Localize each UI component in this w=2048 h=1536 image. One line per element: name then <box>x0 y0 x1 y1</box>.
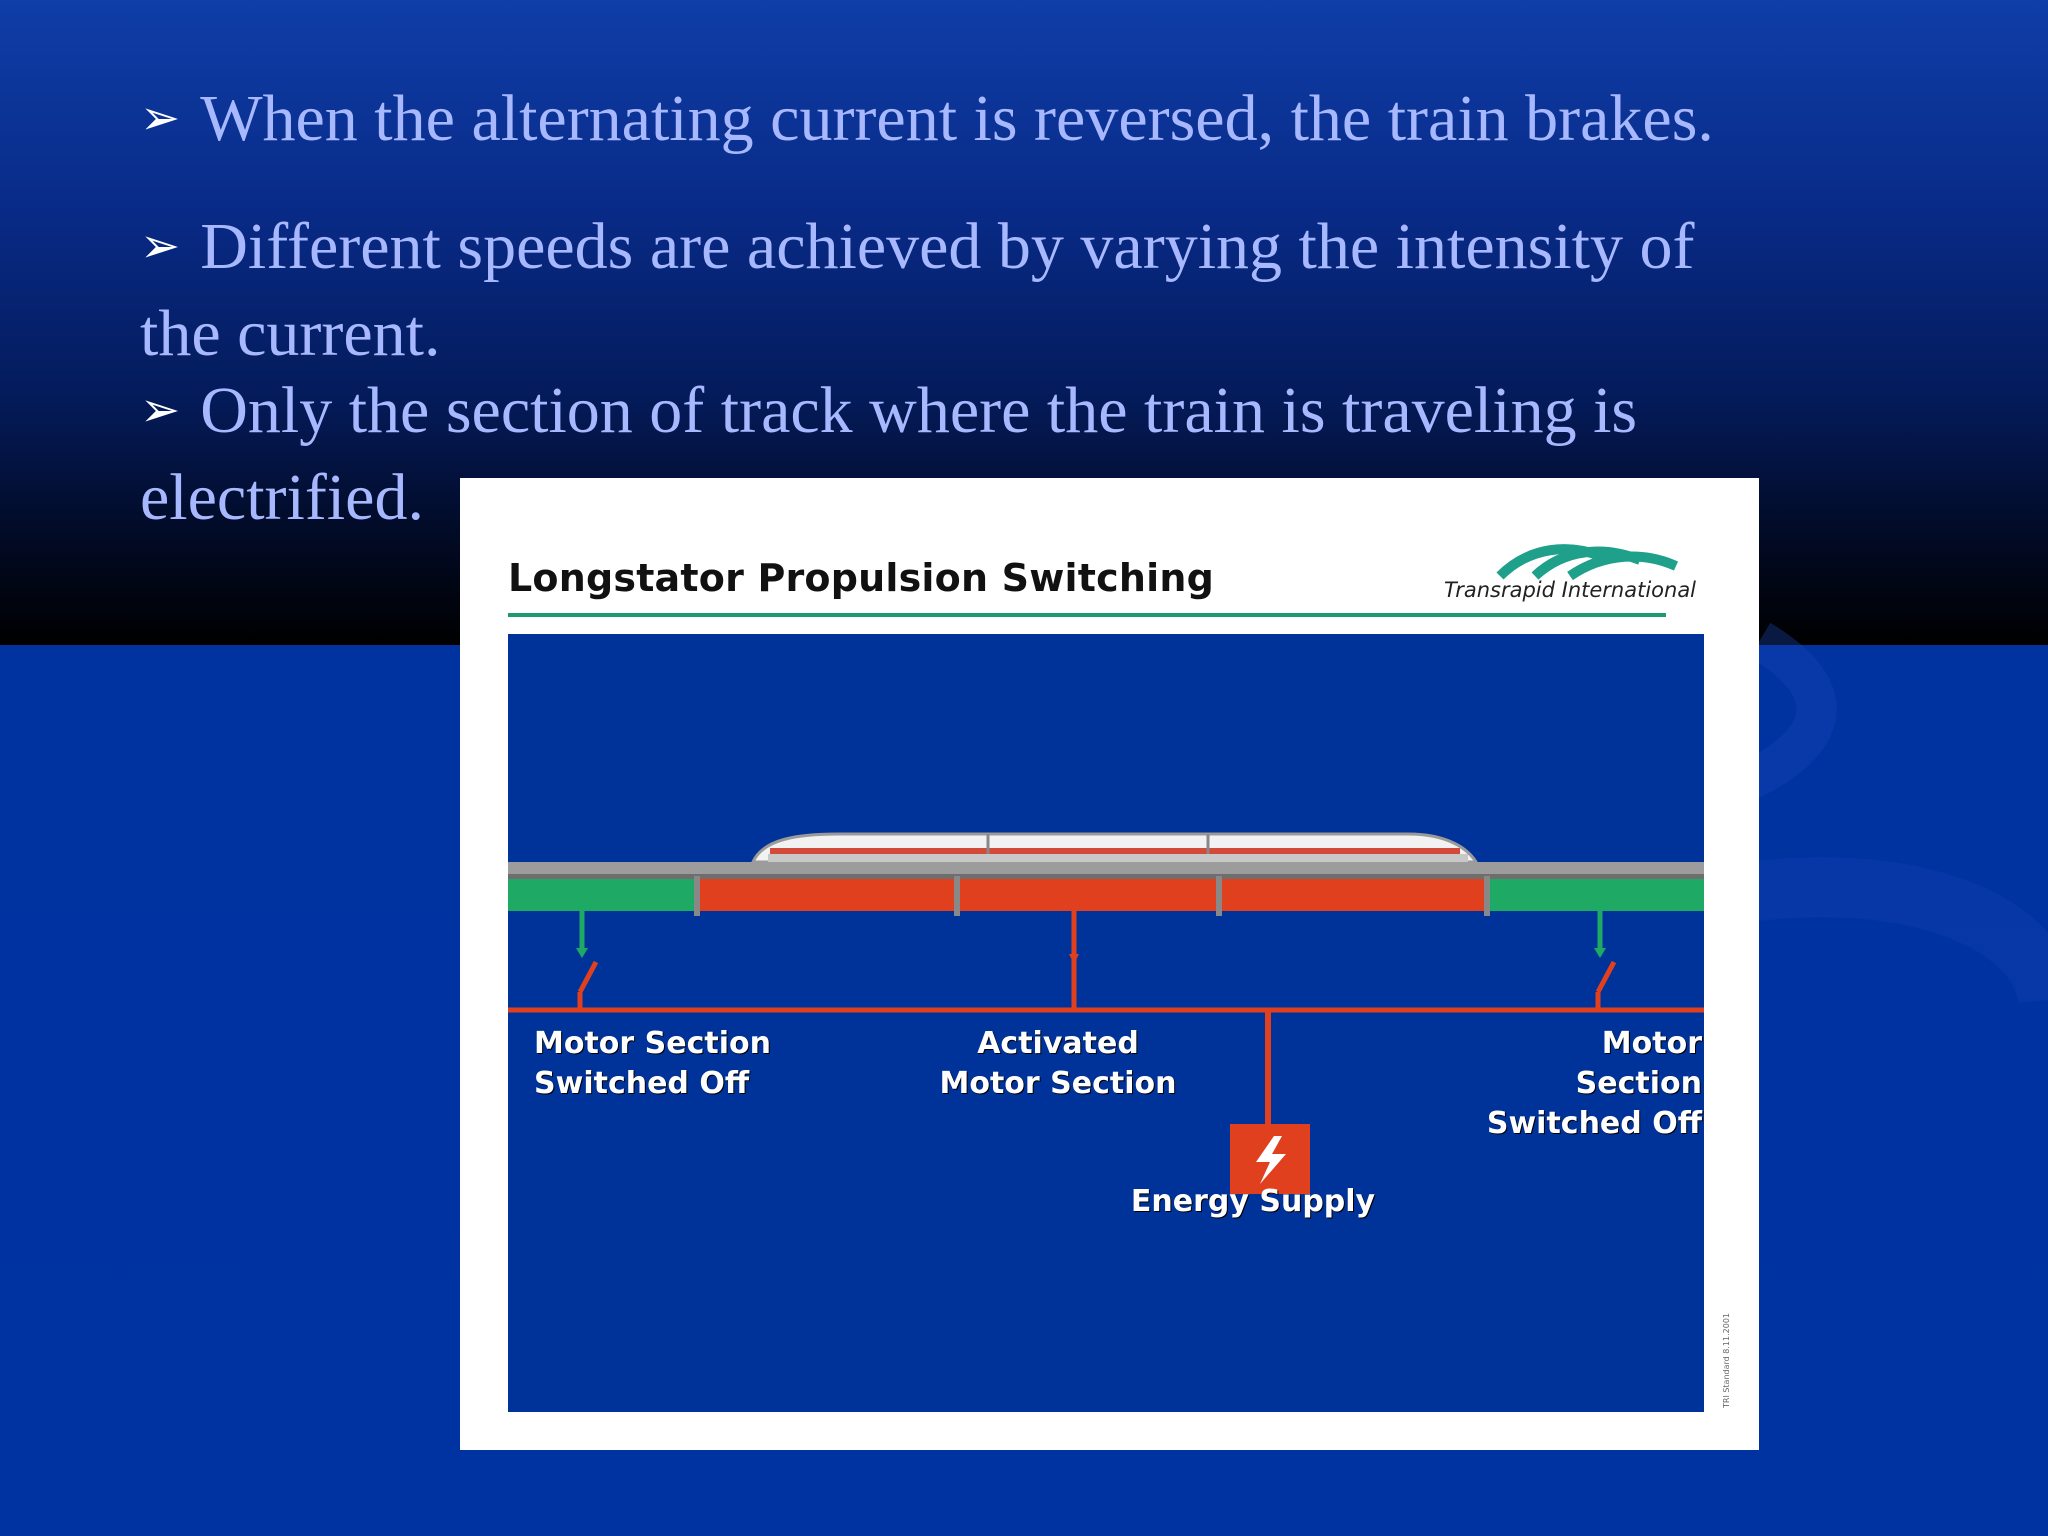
transrapid-logo-icon <box>1496 544 1679 581</box>
document-stamp: TRI Standard 8.11.2001 <box>1722 1313 1731 1408</box>
bullet-item: ➢Only the section of track where the tra… <box>140 370 1780 539</box>
title-divider <box>508 613 1666 617</box>
figure-title: Longstator Propulsion Switching <box>508 556 1214 600</box>
guideway-beam <box>508 862 1704 876</box>
logo-text: Transrapid International <box>1444 578 1697 602</box>
bullet-text: Different speeds are achieved by varying… <box>140 210 1695 370</box>
diagram-panel: Motor Section Switched Off Activated Mot… <box>508 634 1704 1412</box>
motor-section-off-left <box>508 879 694 911</box>
bullet-item: ➢Different speeds are achieved by varyin… <box>140 206 1780 375</box>
motor-section-off-right <box>1490 879 1704 911</box>
propulsion-diagram-figure: Longstator Propulsion Switching Transrap… <box>460 478 1759 1450</box>
label-motor-section-off-right: Motor Section Switched Off <box>1486 1026 1702 1141</box>
bullet-text: When the alternating current is reversed… <box>200 82 1714 155</box>
train-icon <box>750 832 1479 864</box>
energy-supply-icon <box>1230 1124 1310 1194</box>
bullet-text: Only the section of track where the trai… <box>140 374 1638 534</box>
switch-closed-center-icon <box>1069 911 1079 1010</box>
arrow-bullet-icon: ➢ <box>140 90 181 146</box>
arrow-bullet-icon: ➢ <box>140 382 181 438</box>
switch-open-right-icon <box>1594 911 1617 1010</box>
motor-section-active <box>698 879 954 911</box>
bullet-item: ➢ When the alternating current is reverse… <box>140 78 1714 165</box>
switch-open-left-icon <box>576 911 599 1010</box>
label-activated-motor-section: Activated Motor Section <box>939 1026 1177 1101</box>
arrow-bullet-icon: ➢ <box>140 218 181 274</box>
motor-section-active <box>1222 879 1484 911</box>
label-motor-section-off-left: Motor Section Switched Off <box>534 1026 771 1101</box>
label-energy-supply: Energy Supply <box>1130 1184 1376 1219</box>
diagram-drawing <box>508 832 1704 1194</box>
motor-section-active <box>960 879 1216 911</box>
